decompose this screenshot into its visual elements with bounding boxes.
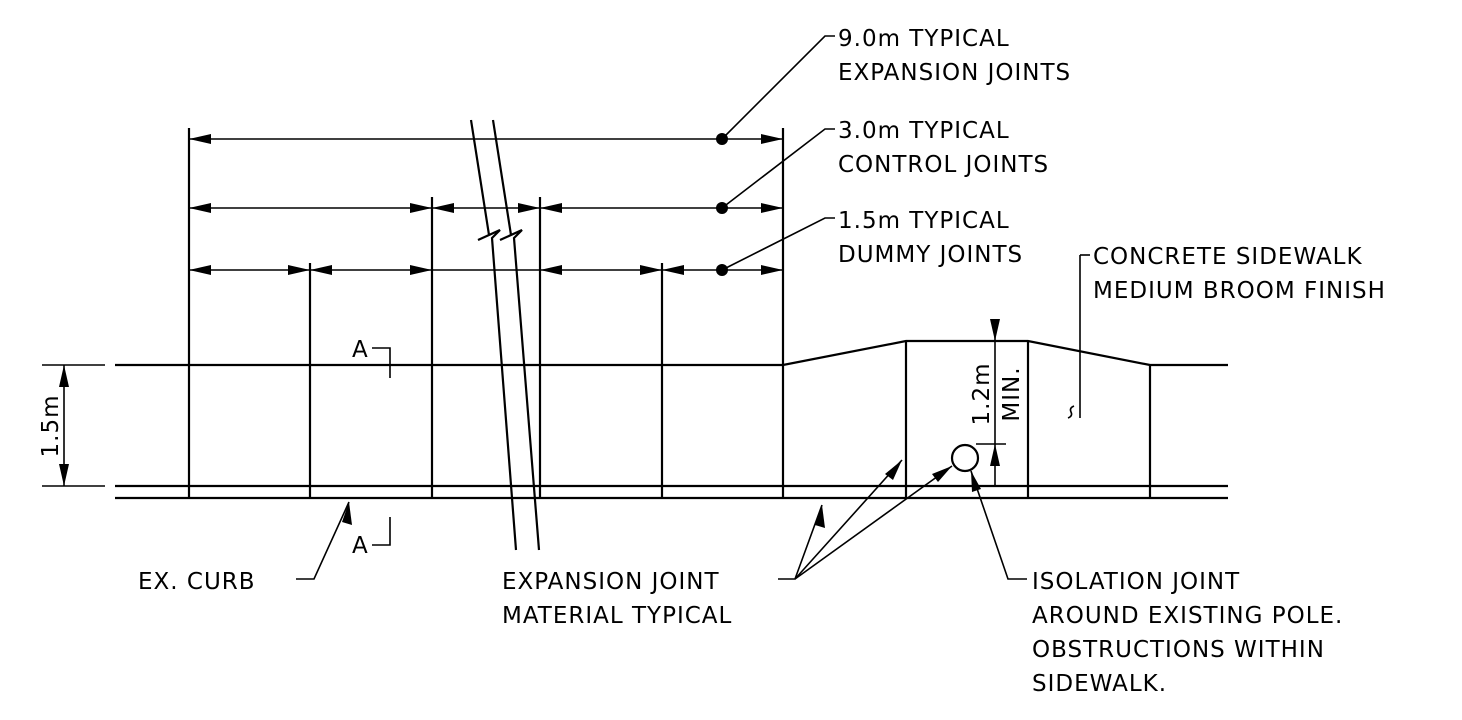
svg-text:3.0m TYPICAL: 3.0m TYPICAL bbox=[838, 118, 1010, 144]
svg-text:EXPANSION JOINTS: EXPANSION JOINTS bbox=[838, 60, 1071, 86]
sidewalk-width-label: 1.5m bbox=[38, 395, 64, 458]
joint-material-callout: EXPANSION JOINT MATERIAL TYPICAL bbox=[502, 569, 732, 629]
svg-text:SIDEWALK.: SIDEWALK. bbox=[1032, 671, 1167, 697]
curb-leader bbox=[296, 501, 352, 580]
svg-text:CONTROL JOINTS: CONTROL JOINTS bbox=[838, 152, 1049, 178]
isolation-joint-leader bbox=[970, 470, 1027, 580]
joint-material-leaders bbox=[778, 459, 953, 580]
svg-text:OBSTRUCTIONS WITHIN: OBSTRUCTIONS WITHIN bbox=[1032, 637, 1325, 663]
clear-width-qualifier: MIN. bbox=[999, 366, 1025, 421]
dummy-spacing-callout: 1.5m TYPICAL DUMMY JOINTS bbox=[838, 208, 1023, 268]
svg-text:1.5m TYPICAL: 1.5m TYPICAL bbox=[838, 208, 1010, 234]
dimension-9m-string bbox=[189, 133, 783, 145]
dimension-leaders bbox=[721, 35, 835, 271]
joint-lines bbox=[187, 128, 1152, 498]
svg-text:EX. CURB: EX. CURB bbox=[138, 569, 256, 595]
existing-pole bbox=[950, 443, 980, 473]
sidewalk-finish-leader bbox=[1079, 254, 1090, 418]
svg-text:MEDIUM BROOM FINISH: MEDIUM BROOM FINISH bbox=[1093, 278, 1386, 304]
section-mark-top: A bbox=[352, 337, 391, 378]
sidewalk-width-dimension: 1.5m bbox=[38, 364, 105, 487]
svg-text:MATERIAL TYPICAL: MATERIAL TYPICAL bbox=[502, 603, 732, 629]
sidewalk-finish-callout: CONCRETE SIDEWALK MEDIUM BROOM FINISH bbox=[1093, 244, 1386, 304]
sidewalk-texture-mark bbox=[1067, 405, 1075, 419]
svg-text:ISOLATION JOINT: ISOLATION JOINT bbox=[1032, 569, 1240, 595]
clear-width-value: 1.2m bbox=[969, 363, 995, 426]
isolation-joint-callout: ISOLATION JOINT AROUND EXISTING POLE. OB… bbox=[1032, 569, 1343, 697]
curb-callout: EX. CURB bbox=[138, 569, 256, 595]
svg-text:AROUND EXISTING POLE.: AROUND EXISTING POLE. bbox=[1032, 603, 1343, 629]
clear-width-dimension: 1.2m MIN. bbox=[969, 319, 1025, 486]
svg-text:9.0m TYPICAL: 9.0m TYPICAL bbox=[838, 26, 1010, 52]
section-mark-bottom: A bbox=[352, 517, 391, 559]
break-line bbox=[469, 119, 541, 551]
back-of-walk-line bbox=[115, 339, 1228, 367]
expansion-spacing-callout: 9.0m TYPICAL EXPANSION JOINTS bbox=[838, 26, 1071, 86]
svg-text:EXPANSION JOINT: EXPANSION JOINT bbox=[502, 569, 720, 595]
svg-text:CONCRETE SIDEWALK: CONCRETE SIDEWALK bbox=[1093, 244, 1363, 270]
svg-text:A: A bbox=[352, 337, 369, 363]
svg-text:DUMMY JOINTS: DUMMY JOINTS bbox=[838, 242, 1023, 268]
control-spacing-callout: 3.0m TYPICAL CONTROL JOINTS bbox=[838, 118, 1049, 178]
svg-text:A: A bbox=[352, 533, 369, 559]
sidewalk-outline bbox=[115, 339, 1228, 500]
dimension-1-5m-string bbox=[189, 264, 783, 276]
